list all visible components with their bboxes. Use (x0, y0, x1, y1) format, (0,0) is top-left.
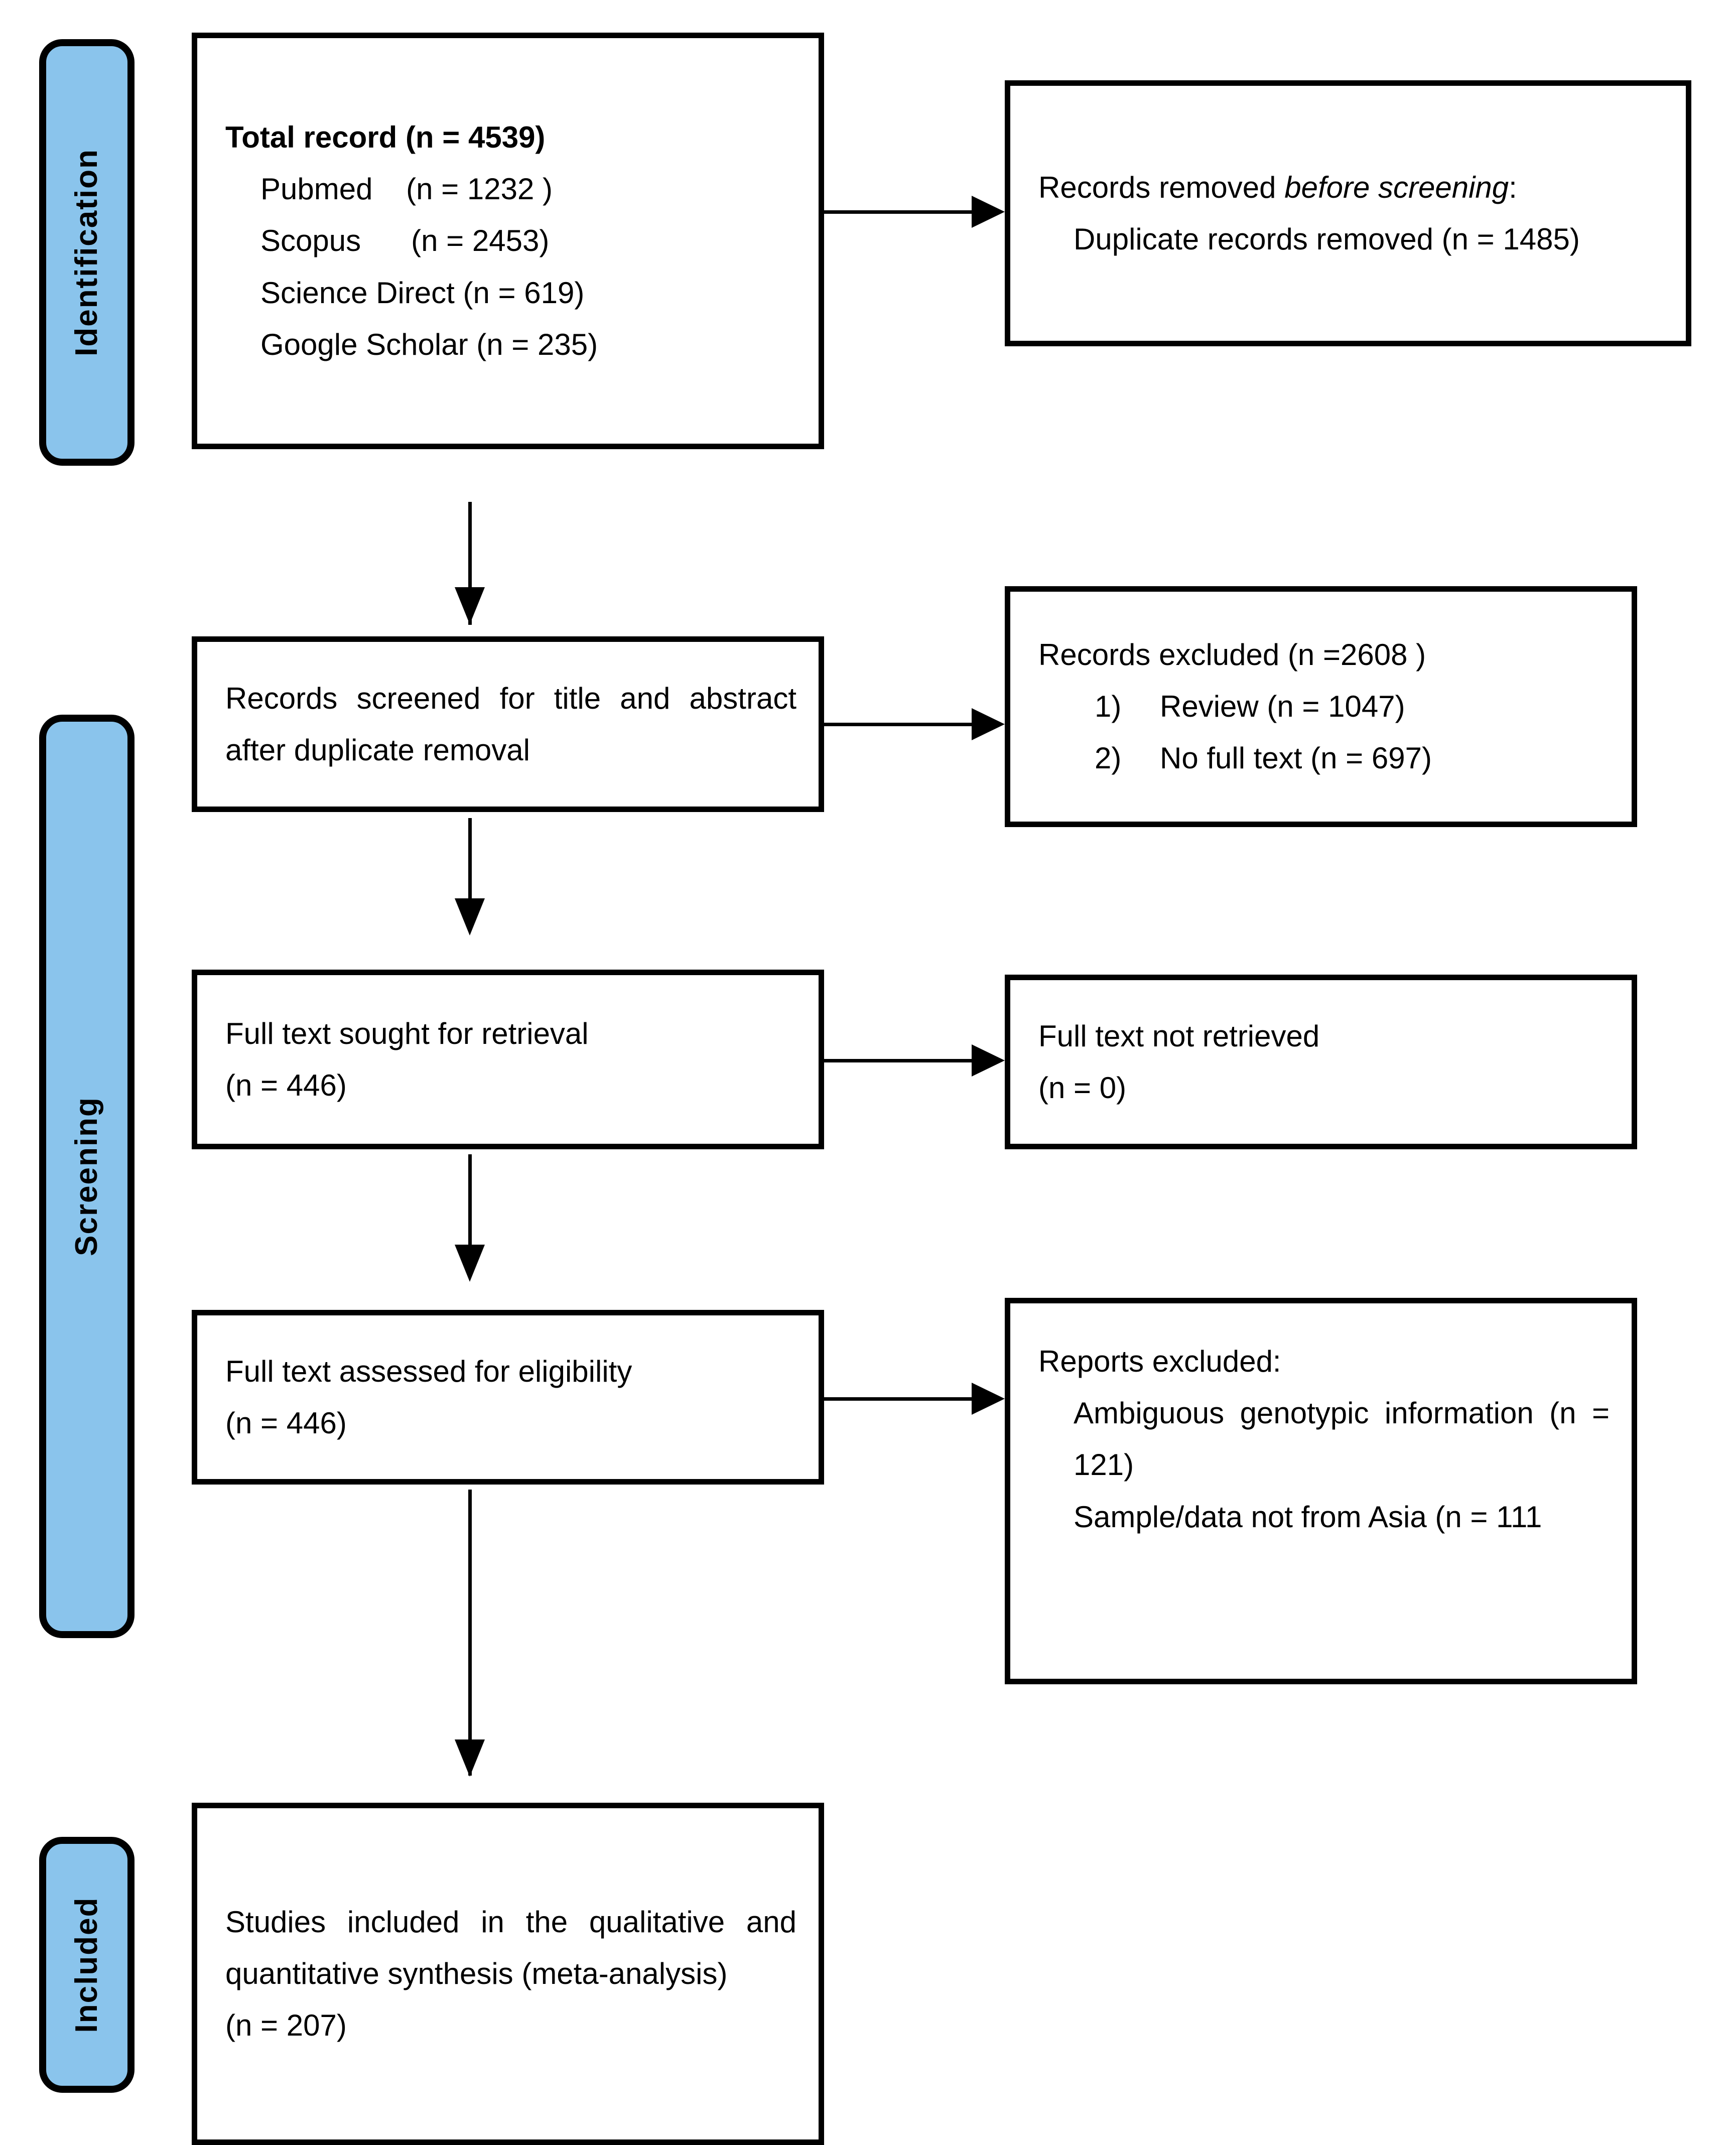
stage-pill-screening-label: Screening (69, 1097, 104, 1256)
full-text-sought-line1: Full text sought for retrieval (225, 1016, 589, 1050)
reports-excluded-reason-2: Sample/data not from Asia (n = 111 (1074, 1500, 1542, 1534)
box-full-text-assessed-content: Full text assessed for eligibility (n = … (225, 1346, 796, 1449)
records-excluded-item-1-number: 1) (1095, 690, 1122, 724)
reports-excluded-heading: Reports excluded: (1038, 1345, 1281, 1378)
connector-assessed-to-reports-excluded-arrowhead (972, 1383, 1005, 1415)
box-full-text-not-retrieved-content: Full text not retrieved (n = 0) (1038, 1010, 1610, 1114)
box-studies-included: Studies included in the qualitative and … (192, 1803, 824, 2145)
full-text-sought-line2: (n = 446) (225, 1068, 347, 1102)
stage-pill-included: Included (39, 1837, 135, 2093)
records-removed-heading: Records removed before screening: (1038, 162, 1664, 213)
box-identification-records: Total record (n = 4539) Pubmed (n = 1232… (192, 33, 824, 449)
connector-screened-to-excluded-line (824, 723, 980, 726)
box-reports-excluded: Reports excluded: Ambiguous genotypic in… (1005, 1298, 1637, 1684)
studies-included-line2: (n = 207) (225, 2008, 347, 2043)
source-google-scholar: Google Scholar (n = 235) (260, 327, 598, 361)
records-excluded-heading: Records excluded (n =2608 ) (1038, 638, 1426, 672)
total-record-title: Total record (n = 4539) (225, 120, 546, 155)
source-science-direct: Science Direct (n = 619) (260, 276, 585, 310)
full-text-not-retrieved-line1: Full text not retrieved (1038, 1019, 1320, 1053)
records-excluded-item-1: 1) Review (n = 1047) (1038, 681, 1610, 732)
connector-sought-to-assessed-line (468, 1154, 472, 1275)
connector-assessed-to-reports-excluded-line (824, 1397, 980, 1401)
box-reports-excluded-content: Reports excluded: Ambiguous genotypic in… (1038, 1335, 1610, 1543)
box-full-text-sought: Full text sought for retrieval (n = 446) (192, 970, 824, 1149)
source-scopus: Scopus (n = 2453) (260, 224, 550, 258)
records-excluded-item-1-text: Review (n = 1047) (1160, 690, 1405, 724)
connector-assessed-to-included-arrowhead (455, 1739, 485, 1777)
reports-excluded-reason-1: Ambiguous genotypic information (n = 121… (1074, 1396, 1618, 1482)
connector-screened-to-sought-arrowhead (455, 898, 485, 935)
full-text-assessed-line1: Full text assessed for eligibility (225, 1354, 632, 1388)
stage-pill-included-label: Included (69, 1897, 104, 2033)
stage-pill-identification: Identification (39, 39, 135, 466)
connector-identification-to-removed-arrowhead (972, 196, 1005, 228)
connector-identification-to-screened-arrowhead (455, 587, 485, 624)
connector-screened-to-sought-line (468, 818, 472, 928)
studies-included-line1: Studies included in the qualitative and … (225, 1905, 805, 1991)
source-pubmed: Pubmed (n = 1232 ) (260, 172, 553, 206)
box-identification-records-content: Total record (n = 4539) Pubmed (n = 1232… (225, 111, 796, 370)
connector-assessed-to-included-line (468, 1490, 472, 1776)
box-records-removed-before-screening: Records removed before screening: Duplic… (1005, 80, 1691, 346)
records-excluded-item-2-text: No full text (n = 697) (1160, 741, 1432, 775)
full-text-assessed-line2: (n = 446) (225, 1406, 347, 1440)
records-removed-heading-emphasis: before screening (1284, 170, 1509, 204)
full-text-not-retrieved-line2: (n = 0) (1038, 1071, 1127, 1105)
box-full-text-assessed: Full text assessed for eligibility (n = … (192, 1310, 824, 1485)
box-records-excluded-content: Records excluded (n =2608 ) 1) Review (n… (1038, 629, 1610, 784)
box-full-text-sought-content: Full text sought for retrieval (n = 446) (225, 1008, 796, 1111)
records-screened-text: Records screened for title and abstract … (225, 681, 822, 767)
connector-identification-to-removed-line (824, 210, 980, 214)
box-records-screened-content: Records screened for title and abstract … (225, 673, 796, 776)
records-removed-heading-prefix: Records removed (1038, 170, 1285, 204)
connector-sought-to-assessed-arrowhead (455, 1245, 485, 1282)
connector-identification-to-screened-line (468, 502, 472, 625)
box-records-screened: Records screened for title and abstract … (192, 636, 824, 812)
connector-sought-to-not-retrieved-arrowhead (972, 1044, 1005, 1077)
box-full-text-not-retrieved: Full text not retrieved (n = 0) (1005, 975, 1637, 1149)
stage-pill-identification-label: Identification (69, 149, 104, 356)
box-studies-included-content: Studies included in the qualitative and … (225, 1896, 796, 2052)
stage-pill-screening: Screening (39, 715, 135, 1638)
records-excluded-item-2-number: 2) (1095, 741, 1122, 775)
records-excluded-list: 1) Review (n = 1047) 2) No full text (n … (1038, 681, 1610, 784)
records-excluded-item-2: 2) No full text (n = 697) (1038, 733, 1610, 784)
box-records-excluded: Records excluded (n =2608 ) 1) Review (n… (1005, 586, 1637, 827)
records-removed-heading-suffix: : (1509, 170, 1517, 204)
connector-screened-to-excluded-arrowhead (972, 708, 1005, 740)
box-records-removed-content: Records removed before screening: Duplic… (1038, 162, 1664, 265)
connector-sought-to-not-retrieved-line (824, 1059, 980, 1062)
duplicate-records-removed-detail: Duplicate records removed (n = 1485) (1074, 222, 1580, 256)
